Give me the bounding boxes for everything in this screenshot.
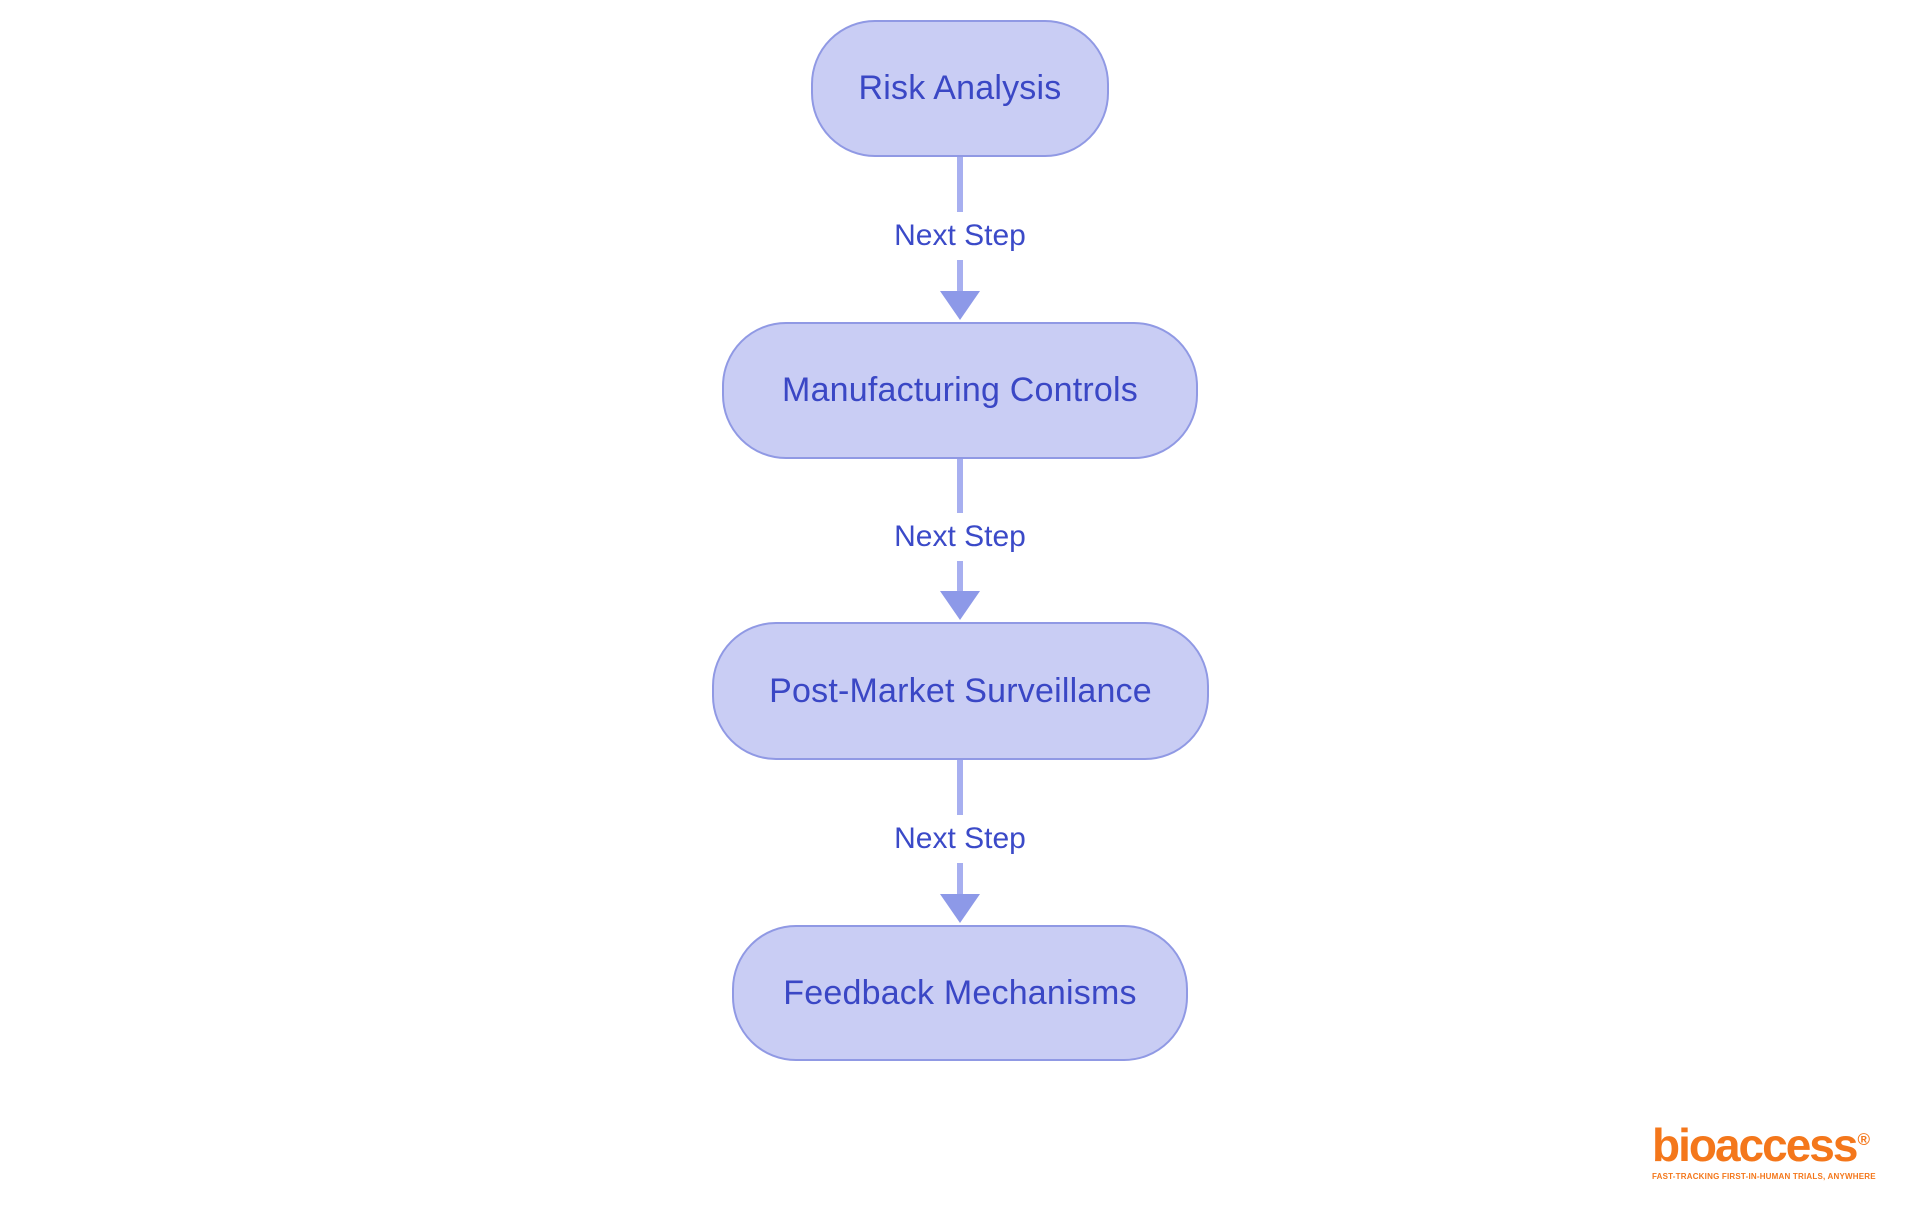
connector-1: Next Step [860,157,1060,322]
node-risk-analysis: Risk Analysis [811,20,1109,157]
node-label: Post-Market Surveillance [769,671,1152,710]
node-feedback-mechanisms: Feedback Mechanisms [732,925,1188,1061]
logo-text: bioaccess [1652,1119,1858,1171]
edge-label: Next Step [880,815,1040,864]
connector-2: Next Step [860,459,1060,622]
arrow-down-icon [940,291,980,320]
bioaccess-logo: bioaccess® FAST-TRACKING FIRST-IN-HUMAN … [1652,1119,1876,1181]
registered-trademark-icon: ® [1857,1129,1871,1149]
node-label: Feedback Mechanisms [783,973,1137,1012]
edge-label: Next Step [880,513,1040,562]
arrow-down-icon [940,591,980,620]
node-label: Risk Analysis [858,69,1062,107]
node-manufacturing-controls: Manufacturing Controls [722,322,1198,459]
edge-label: Next Step [880,212,1040,261]
connector-3: Next Step [860,760,1060,925]
logo-wordmark: bioaccess® [1652,1119,1871,1171]
arrow-down-icon [940,894,980,923]
logo-tagline: FAST-TRACKING FIRST-IN-HUMAN TRIALS, ANY… [1652,1172,1876,1181]
node-post-market-surveillance: Post-Market Surveillance [712,622,1209,760]
node-label: Manufacturing Controls [782,371,1138,409]
